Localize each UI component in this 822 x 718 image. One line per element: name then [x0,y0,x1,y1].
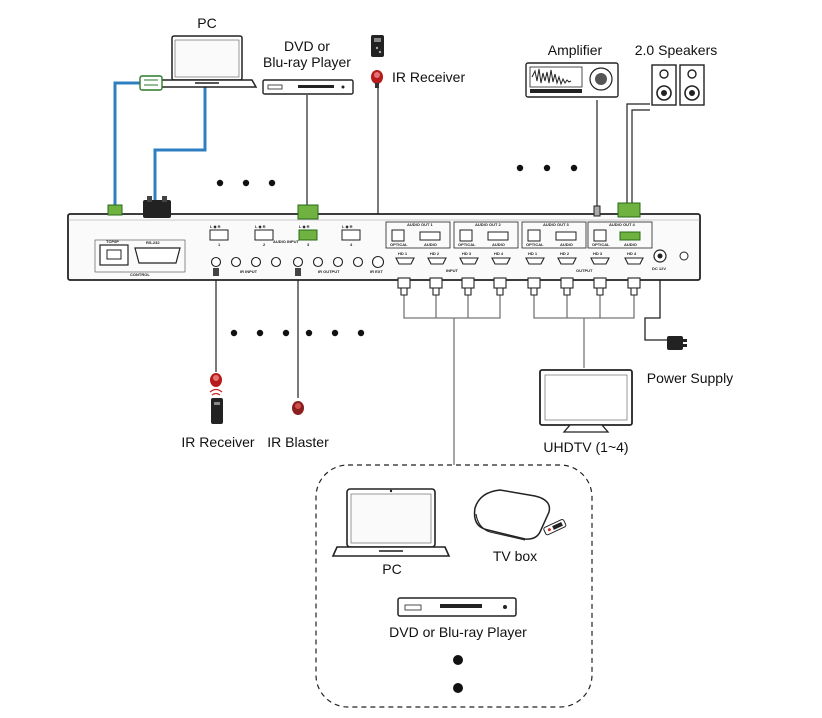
power-adapter-icon [667,336,687,350]
optical-label-4: OPTICAL [592,242,610,247]
ir-output-label: IR OUTPUT [318,269,340,274]
ir-receiver-bottom-icon [209,373,223,424]
audio-out-blocks [385,221,653,249]
pc-laptop-top [156,35,258,88]
ir-receiver-bottom-label: IR Receiver [181,434,254,450]
control-section [94,239,186,273]
matrix-switch-unit [67,213,701,281]
audio-in-lr-3: L ◆ R [299,224,310,229]
audio-label-4: AUDIO [624,242,637,247]
hdmi-out-3-label: HD 3 [593,251,603,256]
ellipsis-dots [216,164,578,693]
hdmi-out-2-label: HD 2 [560,251,570,256]
ir-input-label: IR INPUT [240,269,258,274]
ir-receiver-top-label: IR Receiver [392,69,465,85]
ir-jacks [210,255,385,269]
dc-label: DC 12V [652,266,666,271]
audio-label-3: AUDIO [560,242,573,247]
input-label: INPUT [446,268,459,273]
ir-ext-label: IR EXT [370,269,383,274]
hdmi-output-cables [533,295,635,368]
audio-in-num-1: 1 [218,242,221,247]
rj45-connector-icon [139,75,163,91]
speakers-label: 2.0 Speakers [635,42,718,58]
dvd-player-top [262,79,354,95]
audio-label-2: AUDIO [492,242,505,247]
hdmi-out-1-label: HD 1 [528,251,538,256]
dvd-player-bottom [397,597,517,617]
control-label: CONTROL [130,272,150,277]
hdmi-in-1-label: HD 1 [398,251,408,256]
optical-and-audio-ports [391,202,641,242]
pc-network-cable [113,81,207,205]
tv-box-label: TV box [493,548,537,564]
rj45-plug-icon [107,204,123,216]
output-label: OUTPUT [576,268,593,273]
ir-plugs [213,268,301,276]
dvd-top-label-2: Blu-ray Player [263,54,351,70]
source-devices-group [315,464,593,708]
audio-input-terminals [209,204,361,241]
pc-top-label: PC [197,15,216,31]
pc-laptop-bottom [331,488,451,557]
pc-bottom-label: PC [382,561,401,577]
optical-label-2: OPTICAL [458,242,476,247]
audio-in-lr-1: L ◆ R [210,224,221,229]
audio-label-1: AUDIO [424,242,437,247]
hdmi-input-cables [403,295,501,465]
power-supply-label: Power Supply [647,370,733,386]
hdmi-plugs [397,277,641,296]
ir-blaster-icon [292,401,304,415]
rs232-label: RS-232 [146,240,160,245]
optical-label-3: OPTICAL [526,242,544,247]
amplifier-icon [525,62,619,98]
amplifier-label: Amplifier [548,42,603,58]
tcpip-label: TCP/IP [106,239,119,244]
audio-in-lr-4: L ◆ R [342,224,353,229]
optical-label-1: OPTICAL [390,242,408,247]
audio-out-2-label: AUDIO OUT 2 [475,222,502,227]
audio-in-lr-2: L ◆ R [255,224,266,229]
audio-out-3-label: AUDIO OUT 3 [543,222,570,227]
ir-blaster-label: IR Blaster [267,434,329,450]
audio-in-num-3: 3 [307,242,310,247]
dvd-bottom-label: DVD or Blu-ray Player [389,624,527,640]
ir-receiver-top-icon [371,35,384,88]
audio-out-4-label: AUDIO OUT 4 [609,222,636,227]
dc-jack [653,249,689,263]
speakers-icon [651,64,705,106]
audio-in-num-2: 2 [263,242,266,247]
hdmi-in-3-label: HD 3 [462,251,472,256]
hdmi-in-4-label: HD 4 [494,251,504,256]
rs232-plug-icon [143,196,171,218]
hdmi-in-2-label: HD 2 [430,251,440,256]
tv-box-icon [473,489,567,541]
dvd-top-label-1: DVD or [284,38,330,54]
audio-in-num-4: 4 [350,242,353,247]
uhdtv-label: UHDTV (1~4) [543,439,628,455]
audio-out-1-label: AUDIO OUT 1 [407,222,434,227]
speaker-cable [626,103,650,205]
hdmi-ports [395,257,644,265]
power-cable [644,262,668,341]
uhdtv-icon [539,369,633,433]
hdmi-out-4-label: HD 4 [627,251,637,256]
audio-input-label: AUDIO INPUT [273,239,300,244]
